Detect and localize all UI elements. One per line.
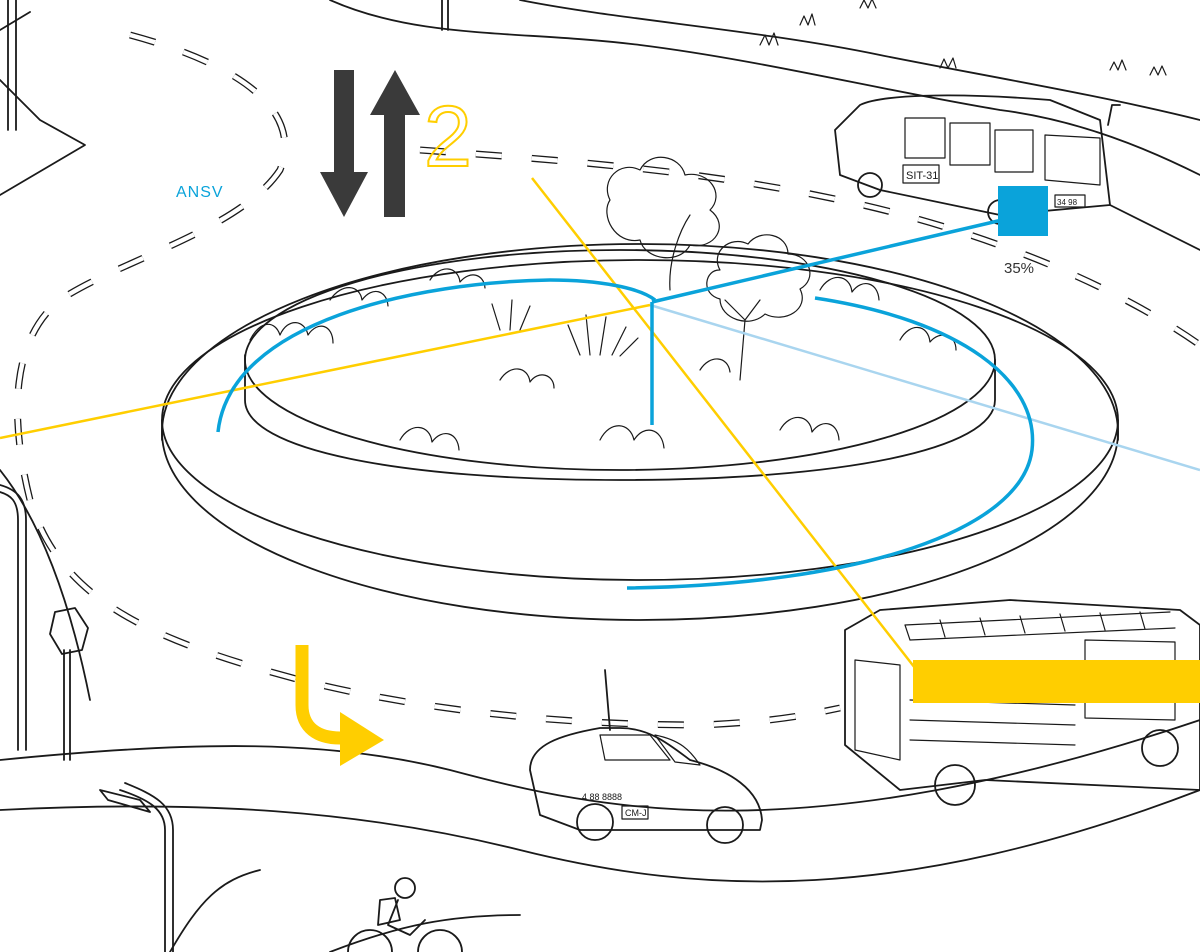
lane-count-label: 2: [424, 89, 472, 185]
blue-marker-square: [998, 186, 1048, 236]
percentage-label: 35%: [1004, 260, 1034, 277]
blue-arc-outer: [626, 296, 1035, 590]
taxi: 4 88 8888 CM-J: [529, 669, 763, 844]
brand-tag: ANSV: [176, 184, 224, 201]
taxi-phone: 4 88 8888: [582, 792, 622, 802]
yellow-highlight-bar: [913, 660, 1200, 703]
yellow-guide-line-left: [0, 303, 651, 440]
blue-guide-line: [651, 218, 1003, 304]
taxi-plate: CM-J: [625, 808, 647, 818]
street-furniture: [0, 0, 449, 952]
lane-markings: [14, 31, 1200, 729]
two-way-traffic-icon: [320, 70, 420, 217]
minibus: SIT-31 34 98: [834, 94, 1121, 225]
blue-arc-inner: [216, 278, 657, 433]
annotation-overlay: 35% ANSV 2: [0, 70, 1200, 766]
cyclist: [347, 877, 463, 952]
yellow-guide-line-diagonal: [531, 177, 916, 669]
van-plate: SIT-31: [906, 170, 938, 182]
right-turn-arrow-icon: [295, 645, 384, 766]
roundabout-island: [161, 156, 1119, 621]
van-rear-plate: 34 98: [1057, 198, 1078, 207]
light-blue-guide-line: [649, 303, 1200, 472]
